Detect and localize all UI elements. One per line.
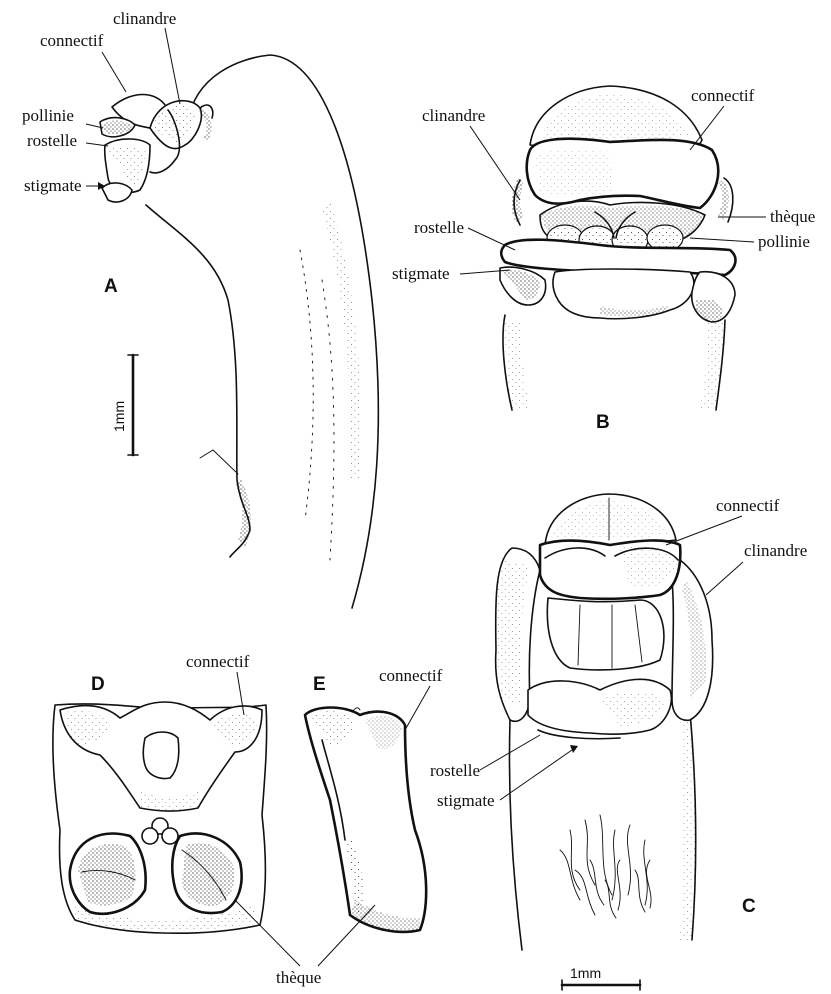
label-clinandre: clinandre (744, 541, 807, 560)
panel-label-e: E (313, 674, 326, 695)
stigma-hairs (560, 815, 651, 918)
panel-label-b: B (596, 412, 610, 433)
label-stigmate: stigmate (24, 176, 82, 195)
label-stigmate: stigmate (437, 791, 495, 810)
label-connectif: connectif (716, 496, 780, 515)
label-theque: thèque (276, 968, 321, 987)
leader-line (165, 28, 180, 104)
figure-d: connectif D (53, 652, 267, 933)
label-clinandre: clinandre (113, 9, 176, 28)
figure-a: clinandre connectif pollinie rostelle st… (22, 9, 378, 608)
figure-c: connectif clinandre rostelle stigmate C … (430, 494, 807, 990)
arrowhead-icon (570, 745, 578, 753)
panel-label-a: A (104, 276, 118, 297)
leader-line (102, 52, 126, 92)
label-rostelle: rostelle (414, 218, 464, 237)
label-theque: thèque (770, 207, 815, 226)
leader-line (470, 126, 520, 200)
leader-line (468, 228, 515, 250)
leader-line (690, 238, 754, 242)
label-connectif: connectif (379, 666, 443, 685)
scale-bar-label: 1mm (111, 401, 127, 432)
figure-a-column-drawing (100, 55, 378, 608)
leader-line (500, 750, 572, 800)
label-connectif: connectif (691, 86, 755, 105)
label-connectif: connectif (40, 31, 104, 50)
figure-c-column-drawing (496, 494, 713, 950)
label-pollinie: pollinie (758, 232, 810, 251)
figure-e-anther-drawing (305, 708, 426, 932)
label-stigmate: stigmate (392, 264, 450, 283)
scale-bar-a: 1mm (111, 355, 138, 455)
leader-line (706, 562, 743, 595)
panel-label-c: C (742, 896, 756, 917)
scale-bar-label: 1mm (570, 965, 601, 981)
figure-a-labels: clinandre connectif pollinie rostelle st… (22, 9, 180, 297)
label-connectif: connectif (186, 652, 250, 671)
label-pollinie: pollinie (22, 106, 74, 125)
leader-line (318, 905, 375, 966)
leader-line (405, 686, 430, 730)
label-rostelle: rostelle (430, 761, 480, 780)
figure-d-anther-drawing (53, 702, 267, 933)
figure-b-column-drawing (500, 86, 735, 410)
scale-bar-c: 1mm (562, 965, 640, 990)
panel-label-d: D (91, 674, 105, 695)
label-clinandre: clinandre (422, 106, 485, 125)
figure-b: connectif clinandre thèque rostelle poll… (392, 86, 815, 433)
leader-line (666, 516, 742, 545)
figure-e: connectif E (305, 666, 443, 932)
label-rostelle: rostelle (27, 131, 77, 150)
leader-line (235, 900, 300, 966)
